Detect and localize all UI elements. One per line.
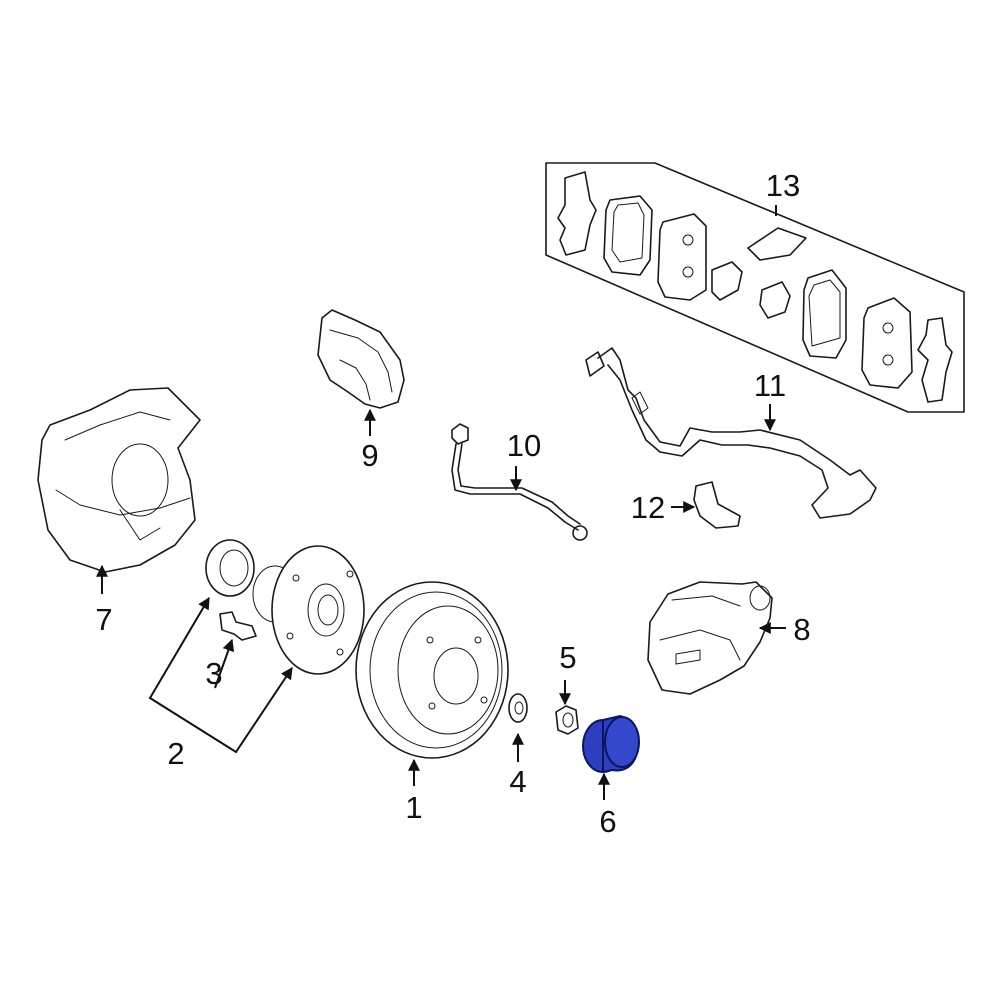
part-8-brake-caliper[interactable] — [647, 581, 773, 695]
part-5-hub-nut[interactable] — [555, 705, 579, 735]
part-4-washer[interactable] — [508, 693, 528, 723]
callout-6: 6 — [599, 804, 616, 839]
callout-12: 12 — [631, 490, 665, 525]
part-11-sensor-harness[interactable] — [585, 347, 877, 519]
callout-2: 2 — [167, 736, 184, 771]
callout-9: 9 — [361, 438, 378, 473]
part-6-dust-cap[interactable] — [582, 714, 640, 774]
callout-3: 3 — [205, 656, 222, 691]
part-3-wheel-stud[interactable] — [219, 611, 257, 641]
callout-7: 7 — [95, 602, 112, 637]
callout-11: 11 — [754, 368, 786, 403]
part-2-hub-assembly[interactable] — [271, 545, 365, 675]
part-10-brake-hose[interactable] — [451, 423, 588, 541]
part-13-brake-pad-set[interactable] — [545, 162, 965, 413]
part-7-splash-shield[interactable] — [37, 387, 201, 573]
part-12-clip[interactable] — [693, 481, 741, 529]
callout-5: 5 — [559, 640, 576, 675]
part-1-brake-rotor[interactable] — [355, 581, 509, 759]
callout-1: 1 — [405, 790, 422, 825]
callout-13: 13 — [766, 168, 800, 203]
callout-4: 4 — [509, 764, 526, 799]
callout-labels: 13 9 10 11 12 7 8 3 2 1 4 5 6 — [95, 168, 810, 839]
part-9-caliper-bracket[interactable] — [317, 309, 405, 409]
callout-8: 8 — [793, 612, 810, 647]
callout-10: 10 — [507, 428, 541, 463]
leader-2 — [148, 596, 293, 754]
leader-lines — [96, 205, 786, 800]
